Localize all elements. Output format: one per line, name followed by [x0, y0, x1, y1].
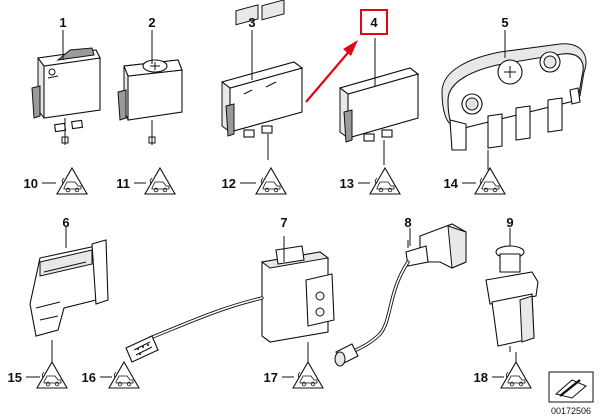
leader-lines [62, 30, 511, 248]
car-tilt-warning-icon [108, 361, 140, 389]
highlight-arrow [305, 40, 358, 103]
warning-row-1 [42, 167, 506, 195]
callout-2: 2 [148, 15, 155, 30]
part-3-switch [220, 0, 304, 160]
car-tilt-warning-icon [144, 167, 176, 195]
diagram-code: 00172506 [551, 406, 591, 416]
callout-6: 6 [62, 215, 69, 230]
callout-17: 17 [264, 370, 278, 385]
car-tilt-warning-icon [369, 167, 401, 195]
part-7-module-cable [125, 236, 335, 363]
car-tilt-warning-icon [500, 361, 532, 389]
callout-16: 16 [82, 370, 96, 385]
callout-18: 18 [474, 370, 488, 385]
part-8-sensor-cable [334, 223, 467, 367]
arrow-cut-icon [548, 371, 594, 403]
callout-4: 4 [370, 15, 378, 30]
part-2-switch [117, 59, 183, 145]
callout-13: 13 [340, 176, 354, 191]
part-1-switch [31, 47, 101, 145]
part-6-connector [29, 226, 109, 337]
part-4-switch [338, 67, 420, 165]
callout-8: 8 [404, 215, 411, 230]
car-tilt-warning-icon [56, 167, 88, 195]
car-tilt-warning-icon [292, 361, 324, 389]
callout-5: 5 [501, 15, 508, 30]
callout-15: 15 [8, 370, 22, 385]
part-9-plunger-switch [485, 245, 539, 352]
highlight-box [360, 9, 388, 35]
callout-10: 10 [24, 176, 38, 191]
car-tilt-warning-icon [36, 361, 68, 389]
car-tilt-warning-icon [474, 167, 506, 195]
callout-7: 7 [280, 215, 287, 230]
callout-11: 11 [116, 176, 130, 191]
car-tilt-warning-icon [255, 167, 287, 195]
part-5-switch [441, 43, 587, 170]
callout-14: 14 [444, 176, 459, 191]
callout-1: 1 [59, 15, 66, 30]
warning-row-2 [26, 340, 532, 389]
callout-9: 9 [506, 215, 513, 230]
callout-3: 3 [248, 15, 255, 30]
callout-12: 12 [222, 176, 236, 191]
